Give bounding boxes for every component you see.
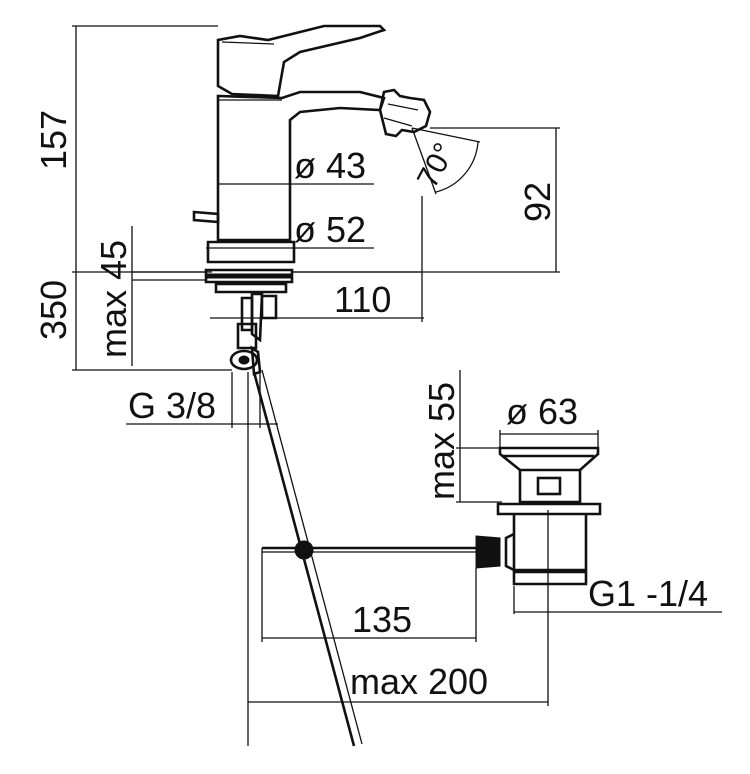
dim-max-55: max 55 (421, 382, 462, 500)
pop-up-lift-rod (192, 210, 220, 224)
bidet-nozzle (378, 88, 432, 138)
dim-157: 157 (33, 110, 74, 170)
dim-135: 135 (352, 599, 412, 640)
dim-92: 92 (517, 182, 558, 222)
mixer-body (216, 90, 386, 242)
dimension-lines-lower (247, 370, 722, 746)
dim-g1-1-4: G1 -1/4 (588, 573, 708, 614)
supply-connections (229, 292, 278, 376)
dim-diameter-52: ø 52 (294, 209, 366, 250)
dim-350: 350 (33, 280, 74, 340)
dim-110: 110 (334, 279, 391, 320)
dim-diameter-43: ø 43 (294, 145, 366, 186)
dim-max-200: max 200 (350, 661, 488, 702)
mixer-base (204, 240, 296, 294)
dim-diameter-63: ø 63 (506, 391, 578, 432)
mixer-lever-handle (216, 24, 387, 98)
dim-max-45: max 45 (93, 240, 134, 358)
drain-linkage-rod (262, 535, 501, 569)
dim-g-3-8: G 3/8 (128, 385, 216, 426)
dimension-lines-upper (72, 25, 560, 428)
pop-up-drain (496, 446, 602, 586)
